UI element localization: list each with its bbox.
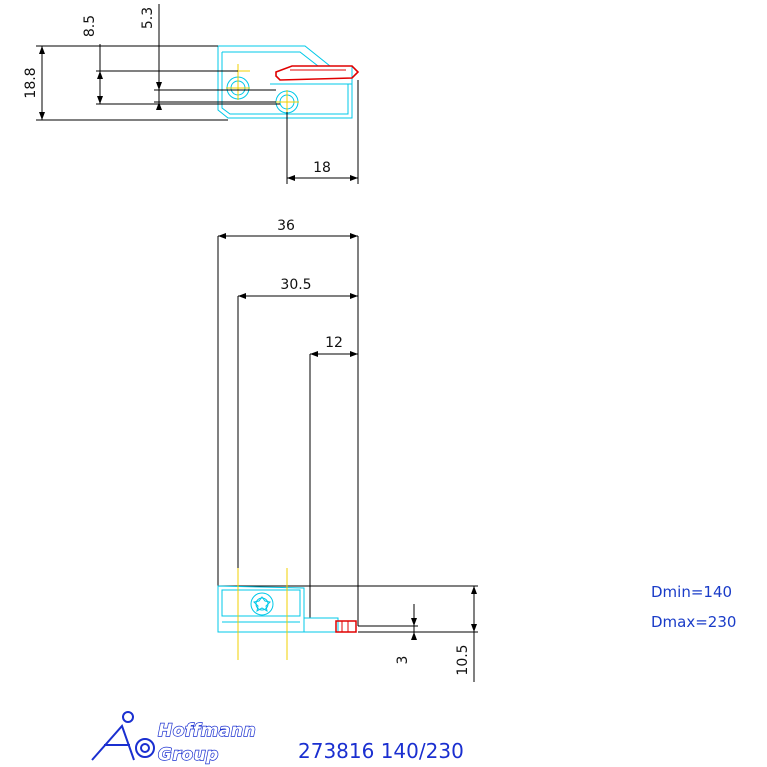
logo-word-hoffmann: Hoffmann [158,721,256,741]
diameter-specs: Dmin=140 Dmax=230 [651,583,736,631]
dim-18-label: 18 [313,160,331,176]
dim-3-label: 3 [395,656,411,665]
dim-5-3-label: 5.3 [140,7,156,29]
side-view-holder-inner [221,589,301,623]
dmin-label: Dmin=140 [651,583,732,601]
top-view-cutting-insert [275,65,360,81]
hoffmann-logo: Hoffmann Group [91,711,256,766]
logo-word-group: Group [158,745,219,765]
hoffmann-figure-icon [91,711,155,761]
top-view-inner-outline [221,51,349,115]
side-centerline-marks [237,568,288,660]
side-screw-circle [250,592,274,616]
top-view: 18.8 8.5 5.3 18 [23,4,360,184]
side-view-blade-outline [217,236,478,626]
side-view-cutting-insert [335,620,357,633]
part-number: 273816 140/230 [298,739,464,763]
dim-30-5-label: 30.5 [280,277,311,293]
dim-8-5-label: 8.5 [82,15,98,37]
dim-36-label: 36 [277,218,295,234]
dim-18-8-label: 18.8 [23,67,39,98]
side-view-holder-shank [304,617,339,633]
top-view-body-outline [217,45,353,119]
dim-10-5-label: 10.5 [455,644,471,675]
dim-12-label: 12 [325,335,343,351]
side-view: 36 30.5 12 3 10.5 [217,218,478,682]
dmax-label: Dmax=230 [651,613,736,631]
torx-icon [252,596,272,613]
